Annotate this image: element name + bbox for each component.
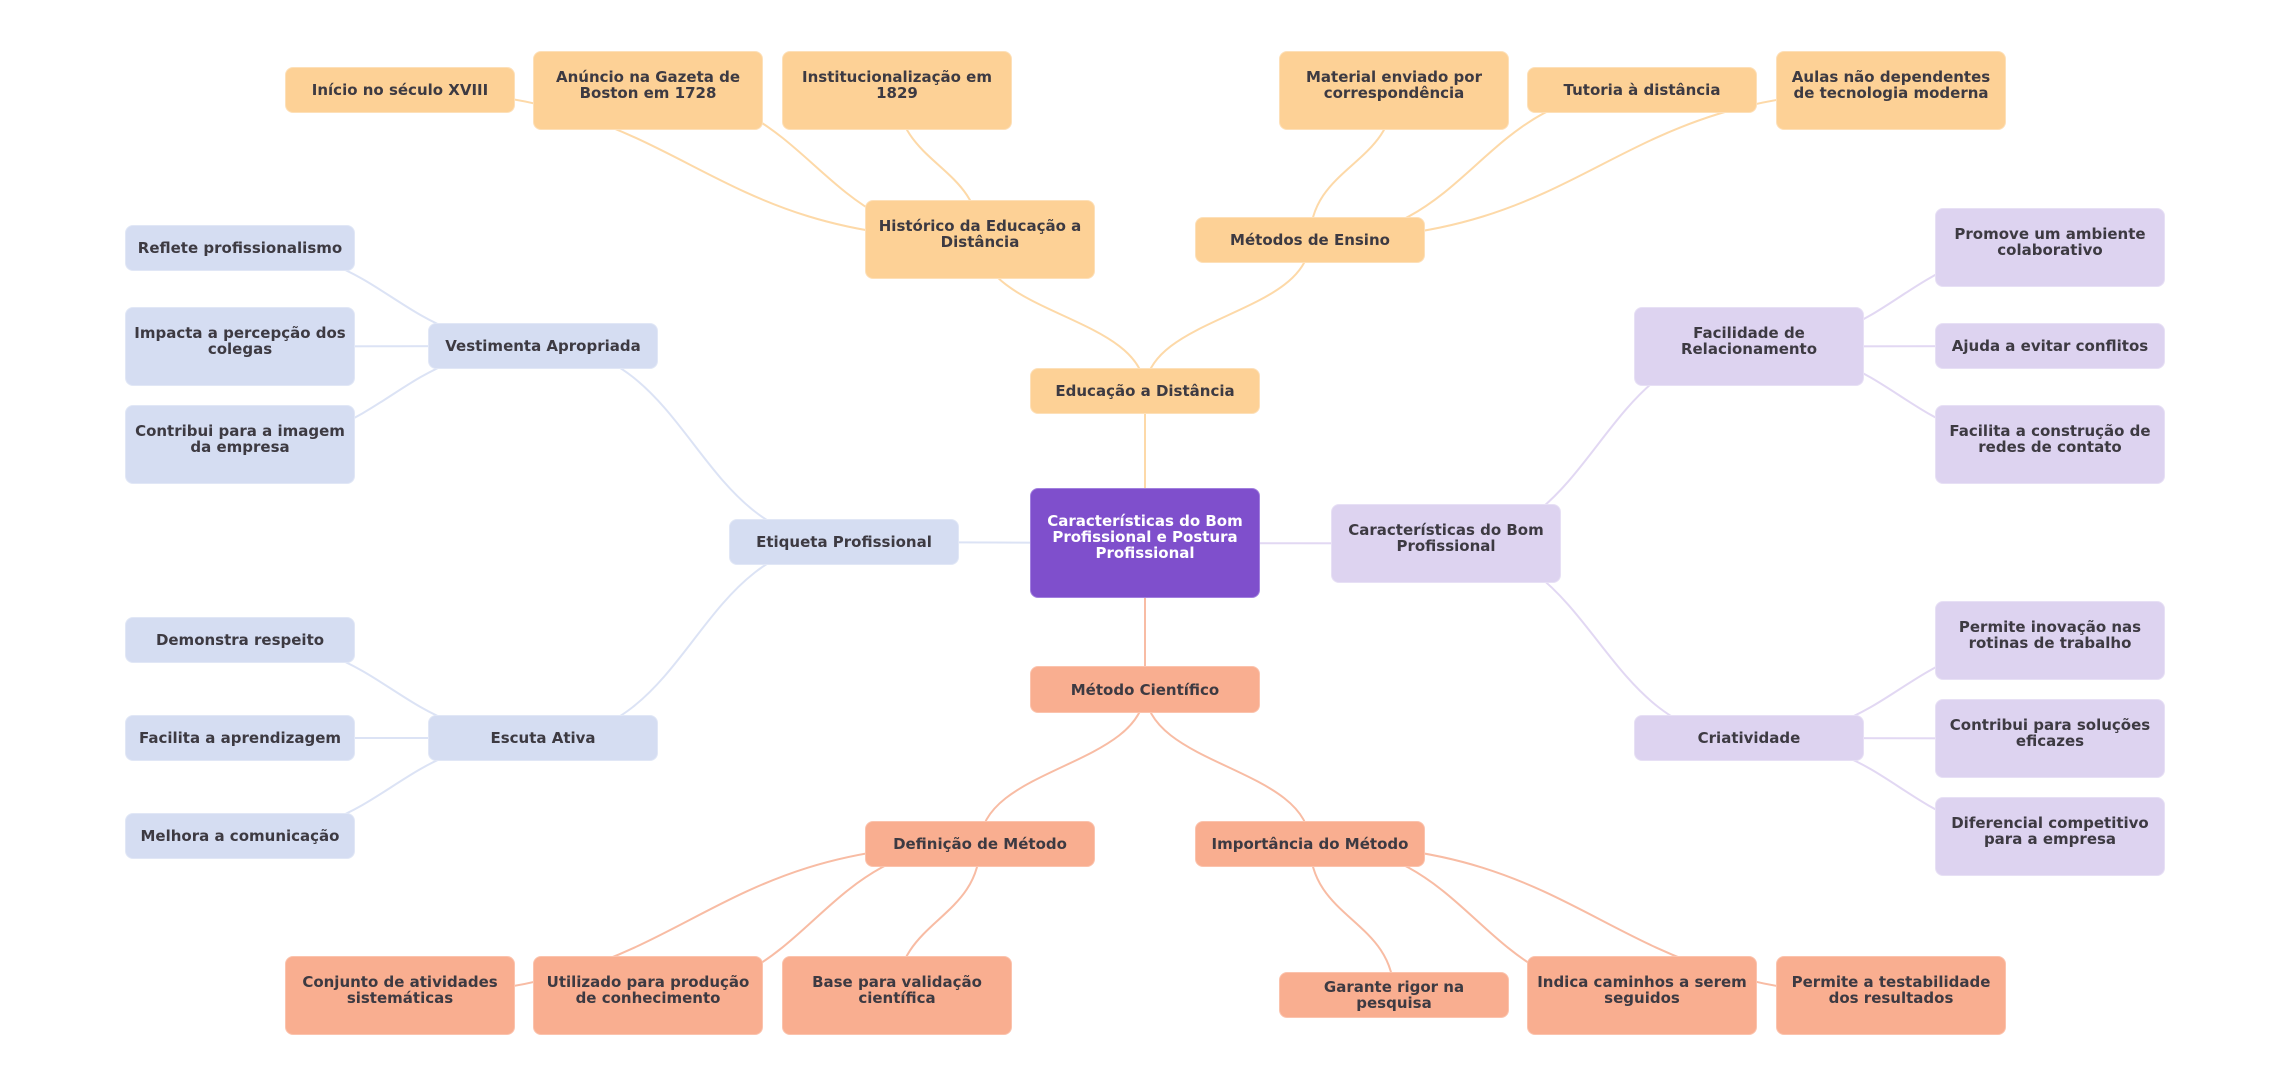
node-historico-educacao[interactable]: Histórico da Educação a Distância: [865, 200, 1095, 279]
node-label: Ajuda a evitar conflitos: [1951, 337, 2149, 355]
node-label: Definição de Método: [893, 835, 1067, 853]
node-label: Facilita a construção de redes de contat…: [1949, 421, 2151, 456]
node-label: Material enviado por correspondência: [1305, 67, 1482, 102]
connector-metodo_cient-importancia: [1144, 689, 1311, 845]
node-material-correspondencia[interactable]: Material enviado por correspondência: [1279, 51, 1509, 130]
node-contribui-imagem-empresa[interactable]: Contribui para a imagem da empresa: [125, 405, 355, 484]
node-inicio-seculo-xviii[interactable]: Início no século XVIII: [285, 67, 515, 113]
node-conjunto-atividades[interactable]: Conjunto de atividades sistemáticas: [285, 956, 515, 1035]
node-criatividade[interactable]: Criatividade: [1634, 715, 1864, 761]
node-label: Conjunto de atividades sistemáticas: [302, 972, 498, 1007]
node-label: Histórico da Educação a Distância: [878, 216, 1082, 251]
node-label: Início no século XVIII: [311, 81, 489, 99]
root-node-label: Características do Bom Profissional e Po…: [1047, 512, 1243, 562]
node-facilidade-relacionamento[interactable]: Facilidade de Relacionamento: [1634, 307, 1864, 386]
branch-node-caracteristicas-bom-profissional[interactable]: Características do Bom Profissional: [1331, 504, 1561, 583]
node-label: Importância do Método: [1211, 835, 1409, 853]
node-importancia-do-metodo[interactable]: Importância do Método: [1195, 821, 1425, 867]
node-demonstra-respeito[interactable]: Demonstra respeito: [125, 617, 355, 663]
node-promove-ambiente-colaborativo[interactable]: Promove um ambiente colaborativo: [1935, 208, 2165, 287]
node-indica-caminhos[interactable]: Indica caminhos a serem seguidos: [1527, 956, 1757, 1035]
node-label: Aulas não dependentes de tecnologia mode…: [1791, 67, 1991, 102]
node-label: Características do Bom Profissional: [1348, 520, 1544, 555]
node-facilita-redes-contato[interactable]: Facilita a construção de redes de contat…: [1935, 405, 2165, 484]
branch-node-educacao-a-distancia[interactable]: Educação a Distância: [1030, 368, 1260, 414]
node-label: Base para validação científica: [812, 972, 982, 1007]
node-label: Impacta a percepção dos colegas: [134, 323, 346, 358]
node-metodos-de-ensino[interactable]: Métodos de Ensino: [1195, 217, 1425, 263]
node-label: Vestimenta Apropriada: [445, 337, 641, 355]
node-label: Diferencial competitivo para a empresa: [1951, 813, 2149, 848]
node-label: Facilidade de Relacionamento: [1680, 323, 1818, 358]
node-ajuda-evitar-conflitos[interactable]: Ajuda a evitar conflitos: [1935, 323, 2165, 369]
connector-etiqueta-vestimenta: [542, 345, 845, 543]
node-label: Escuta Ativa: [490, 729, 596, 747]
node-label: Contribui para a imagem da empresa: [135, 421, 345, 456]
node-label: Garante rigor na pesquisa: [1323, 978, 1465, 1012]
node-escuta-ativa[interactable]: Escuta Ativa: [428, 715, 658, 761]
node-label: Etiqueta Profissional: [756, 533, 932, 551]
node-label: Educação a Distância: [1055, 382, 1235, 400]
node-label: Indica caminhos a serem seguidos: [1537, 972, 1747, 1007]
connector-educacao-metodos: [1144, 239, 1311, 392]
node-label: Melhora a comunicação: [140, 827, 340, 845]
node-facilita-aprendizagem[interactable]: Facilita a aprendizagem: [125, 715, 355, 761]
node-definicao-de-metodo[interactable]: Definição de Método: [865, 821, 1095, 867]
node-label: Utilizado para produção de conhecimento: [546, 972, 750, 1007]
node-label: Contribui para soluções eficazes: [1949, 715, 2151, 750]
node-reflete-profissionalismo[interactable]: Reflete profissionalismo: [125, 225, 355, 271]
node-utilizado-producao-conhecimento[interactable]: Utilizado para produção de conhecimento: [533, 956, 763, 1035]
node-impacta-percepcao[interactable]: Impacta a percepção dos colegas: [125, 307, 355, 386]
node-label: Facilita a aprendizagem: [138, 729, 342, 747]
root-node[interactable]: Características do Bom Profissional e Po…: [1030, 488, 1260, 598]
node-garante-rigor[interactable]: Garante rigor na pesquisa: [1279, 972, 1509, 1018]
node-permite-testabilidade[interactable]: Permite a testabilidade dos resultados: [1776, 956, 2006, 1035]
node-label: Institucionalização em 1829: [802, 67, 992, 102]
node-melhora-comunicacao[interactable]: Melhora a comunicação: [125, 813, 355, 859]
node-aulas-nao-dependentes[interactable]: Aulas não dependentes de tecnologia mode…: [1776, 51, 2006, 130]
node-label: Promove um ambiente colaborativo: [1954, 224, 2146, 259]
node-label: Permite a testabilidade dos resultados: [1791, 972, 1991, 1007]
node-vestimenta-apropriada[interactable]: Vestimenta Apropriada: [428, 323, 658, 369]
node-label: Reflete profissionalismo: [137, 239, 343, 257]
node-label: Método Científico: [1070, 680, 1220, 699]
node-label: Criatividade: [1697, 729, 1801, 747]
connector-importancia-garante: [1309, 843, 1395, 996]
node-permite-inovacao[interactable]: Permite inovação nas rotinas de trabalho: [1935, 601, 2165, 680]
node-diferencial-competitivo[interactable]: Diferencial competitivo para a empresa: [1935, 797, 2165, 876]
node-label: Demonstra respeito: [155, 631, 325, 649]
node-label: Anúncio na Gazeta de Boston em 1728: [556, 67, 740, 102]
connector-etiqueta-escuta: [542, 541, 845, 739]
node-base-validacao-cientifica[interactable]: Base para validação científica: [782, 956, 1012, 1035]
branch-node-etiqueta-profissional[interactable]: Etiqueta Profissional: [729, 519, 959, 565]
node-label: Permite inovação nas rotinas de trabalho: [1958, 617, 2142, 652]
node-label: Métodos de Ensino: [1230, 231, 1390, 249]
connector-metodo_cient-definicao: [979, 689, 1146, 845]
node-contribui-solucoes[interactable]: Contribui para soluções eficazes: [1935, 699, 2165, 778]
node-institucionalizacao-1829[interactable]: Institucionalização em 1829: [782, 51, 1012, 130]
node-label: Tutoria à distância: [1563, 81, 1721, 99]
node-tutoria-a-distancia[interactable]: Tutoria à distância: [1527, 67, 1757, 113]
branch-node-metodo-cientifico[interactable]: Método Científico: [1030, 666, 1260, 713]
node-anuncio-gazeta-boston[interactable]: Anúncio na Gazeta de Boston em 1728: [533, 51, 763, 130]
